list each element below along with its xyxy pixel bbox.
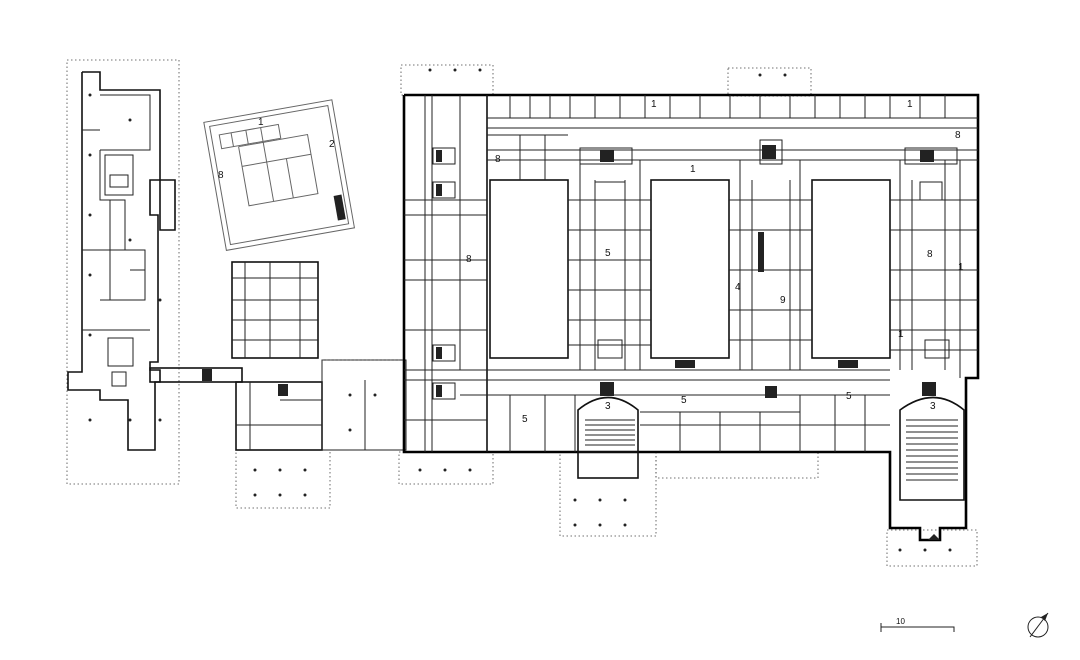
room-label: 5 [846,391,852,402]
north-arrow-icon [1027,612,1049,638]
west-connector [149,367,243,383]
room-label: 8 [495,154,501,165]
room-label: 1 [898,329,904,340]
room-label: 2 [329,139,335,150]
room-label: 3 [605,401,611,412]
mid-west-block [231,261,319,359]
column-grid [88,68,952,552]
room-label: 8 [466,254,472,265]
scale-label: 10 [896,617,905,626]
room-label: 1 [907,99,913,110]
auditorium-left [577,396,639,479]
room-label: 3 [930,401,936,412]
auditorium-right [899,396,965,540]
room-label: 8 [927,249,933,260]
room-label: 1 [690,164,696,175]
room-label: 5 [605,248,611,259]
room-label: 9 [780,295,786,306]
room-label: 5 [522,414,528,425]
scale-bar: 10 [880,617,955,632]
room-label: 4 [735,282,741,293]
rotated-building [203,99,356,251]
room-label: 5 [681,395,687,406]
room-label: 8 [955,130,961,141]
room-label: 1 [958,262,964,273]
west-tower-block [66,59,180,485]
stair-cores [432,139,958,400]
room-labels: 1 2 8 1 1 1 8 1 1 8 8 8 5 4 9 5 5 5 3 3 [218,99,964,425]
sw-block [235,359,407,509]
room-label: 1 [651,99,657,110]
room-label: 8 [218,170,224,181]
room-label: 1 [258,117,264,128]
main-building [88,64,980,567]
